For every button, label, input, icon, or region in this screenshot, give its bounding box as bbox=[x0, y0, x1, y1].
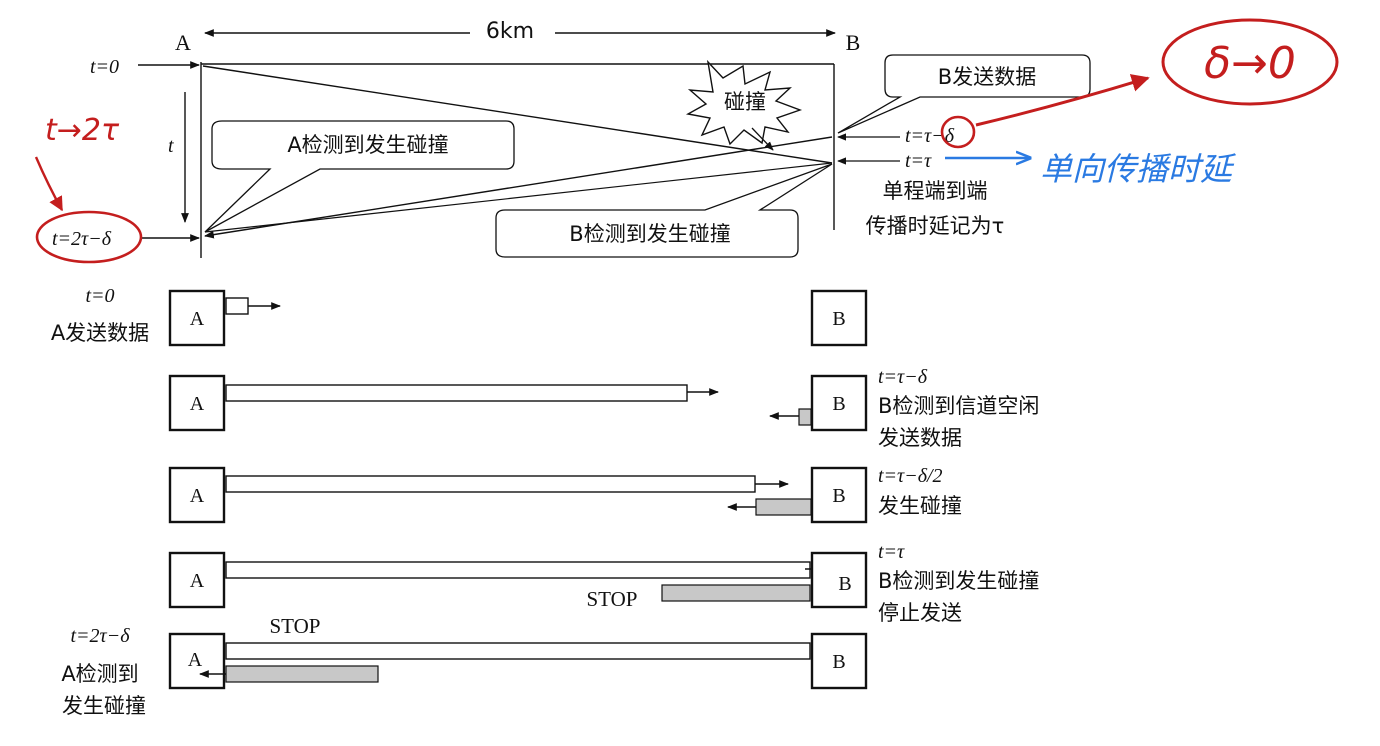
row2-station-a-text: A bbox=[190, 393, 205, 415]
row5-event-label-2: 发生碰撞 bbox=[62, 694, 146, 718]
row3-station-a-box bbox=[168, 466, 226, 524]
row5-station-a-box bbox=[168, 632, 226, 690]
collision-burst: 碰撞 bbox=[685, 59, 803, 151]
callout-b-detect: B检测到发生碰撞 bbox=[495, 163, 833, 258]
row2-event-label-2: 发送数据 bbox=[878, 426, 962, 450]
row3-frame-a bbox=[225, 475, 756, 493]
delay-note-line1: 单程端到端 bbox=[883, 179, 988, 203]
step-row-4: A STOP B t=τ B检测到发生碰撞 停止发送 bbox=[168, 541, 1039, 625]
row4-stop-label: STOP bbox=[587, 587, 638, 611]
t-b-tau-label: t=τ bbox=[905, 150, 932, 172]
row5-frame-a bbox=[225, 642, 811, 660]
row3-station-b-box bbox=[810, 466, 868, 524]
row4-time-label: t=τ bbox=[878, 541, 905, 563]
row5-station-a-text: A bbox=[188, 649, 203, 671]
t-end-circle bbox=[35, 210, 143, 264]
row4-frame-a bbox=[225, 561, 811, 579]
handwritten-annotations: δ→0 t→2τ 单向传播时延 bbox=[34, 18, 1339, 264]
signal-b-to-a bbox=[204, 136, 833, 239]
time-axis-label: t bbox=[168, 135, 174, 157]
row1-station-b-box bbox=[810, 289, 868, 347]
callout-b-send: B发送数据 bbox=[837, 54, 1091, 134]
signal-collision-return bbox=[204, 162, 833, 233]
row5-station-b-text: B bbox=[832, 651, 845, 673]
station-a-label: A bbox=[175, 30, 191, 55]
row4-station-a-box bbox=[168, 551, 226, 609]
delay-note-line2: 传播时延记为τ bbox=[866, 214, 1005, 238]
row1-station-a-text: A bbox=[190, 308, 205, 330]
row5-station-b-box bbox=[810, 632, 868, 690]
delta-red-arrow bbox=[975, 74, 1150, 127]
row5-time-label: t=2τ−δ bbox=[70, 625, 130, 647]
row2-station-b-text: B bbox=[832, 393, 845, 415]
row2-event-label: B检测到信道空闲 bbox=[878, 394, 1039, 418]
row2-frame-a bbox=[225, 384, 688, 402]
callout-a-detect: A检测到发生碰撞 bbox=[204, 120, 515, 233]
row3-frame-b bbox=[755, 498, 812, 516]
row2-station-a-box bbox=[168, 374, 226, 432]
one-way-delay-text: 单向传播时延 bbox=[1040, 150, 1237, 188]
step-row-3: A B t=τ−δ/2 发生碰撞 bbox=[168, 465, 962, 524]
distance-label: 6km bbox=[486, 19, 534, 44]
signal-a-to-b bbox=[202, 65, 833, 164]
row5-stop-label: STOP bbox=[270, 614, 321, 638]
delta-circle bbox=[940, 115, 976, 149]
row2-frame-b bbox=[798, 408, 812, 426]
step-row-2: A B t=τ−δ B检测到信道空闲 发送数据 bbox=[168, 366, 1039, 450]
row2-station-b-box bbox=[810, 374, 868, 432]
row4-station-b-text: B bbox=[838, 573, 851, 595]
callout-a-detect-text: A检测到发生碰撞 bbox=[287, 133, 448, 157]
t-end-label: t=2τ−δ bbox=[52, 228, 112, 250]
row2-time-label: t=τ−δ bbox=[878, 366, 928, 388]
callout-b-detect-text: B检测到发生碰撞 bbox=[569, 222, 730, 246]
row1-event-label: A发送数据 bbox=[51, 321, 149, 345]
row3-event-label: 发生碰撞 bbox=[878, 494, 962, 518]
row1-frame-a bbox=[225, 297, 249, 315]
row4-event-label-2: 停止发送 bbox=[878, 601, 962, 625]
step-row-5: t=2τ−δ A检测到 发生碰撞 A STOP B bbox=[61, 614, 868, 718]
row4-station-a-text: A bbox=[190, 570, 205, 592]
delta-to-zero-text: δ→0 bbox=[1204, 38, 1296, 89]
callout-b-send-text: B发送数据 bbox=[938, 65, 1036, 89]
row5-frame-b bbox=[225, 665, 379, 683]
row3-time-label: t=τ−δ/2 bbox=[878, 465, 943, 487]
delta-zero-circle bbox=[1161, 18, 1339, 106]
row1-station-b-text: B bbox=[832, 308, 845, 330]
timing-diagram: 6km A B t=0 t t=2τ−δ t=τ−δ t=τ 单程端到端 传播时… bbox=[52, 19, 1091, 258]
row4-event-label: B检测到发生碰撞 bbox=[878, 569, 1039, 593]
row4-station-b-box bbox=[810, 551, 868, 609]
row1-time-label: t=0 bbox=[85, 285, 114, 307]
row4-frame-b bbox=[661, 584, 811, 602]
t0-label: t=0 bbox=[90, 56, 119, 78]
row5-event-label: A检测到 bbox=[61, 662, 138, 686]
collision-burst-text: 碰撞 bbox=[724, 90, 766, 114]
row3-station-a-text: A bbox=[190, 485, 205, 507]
collision-pointer-arrow bbox=[751, 127, 774, 151]
row1-station-a-box bbox=[168, 289, 226, 347]
t-to-2tau-arrow bbox=[34, 156, 64, 212]
step-row-1: t=0 A发送数据 A B bbox=[51, 285, 868, 347]
station-b-label: B bbox=[846, 30, 861, 55]
row3-station-b-text: B bbox=[832, 485, 845, 507]
t-to-2tau-text: t→2τ bbox=[45, 113, 120, 148]
